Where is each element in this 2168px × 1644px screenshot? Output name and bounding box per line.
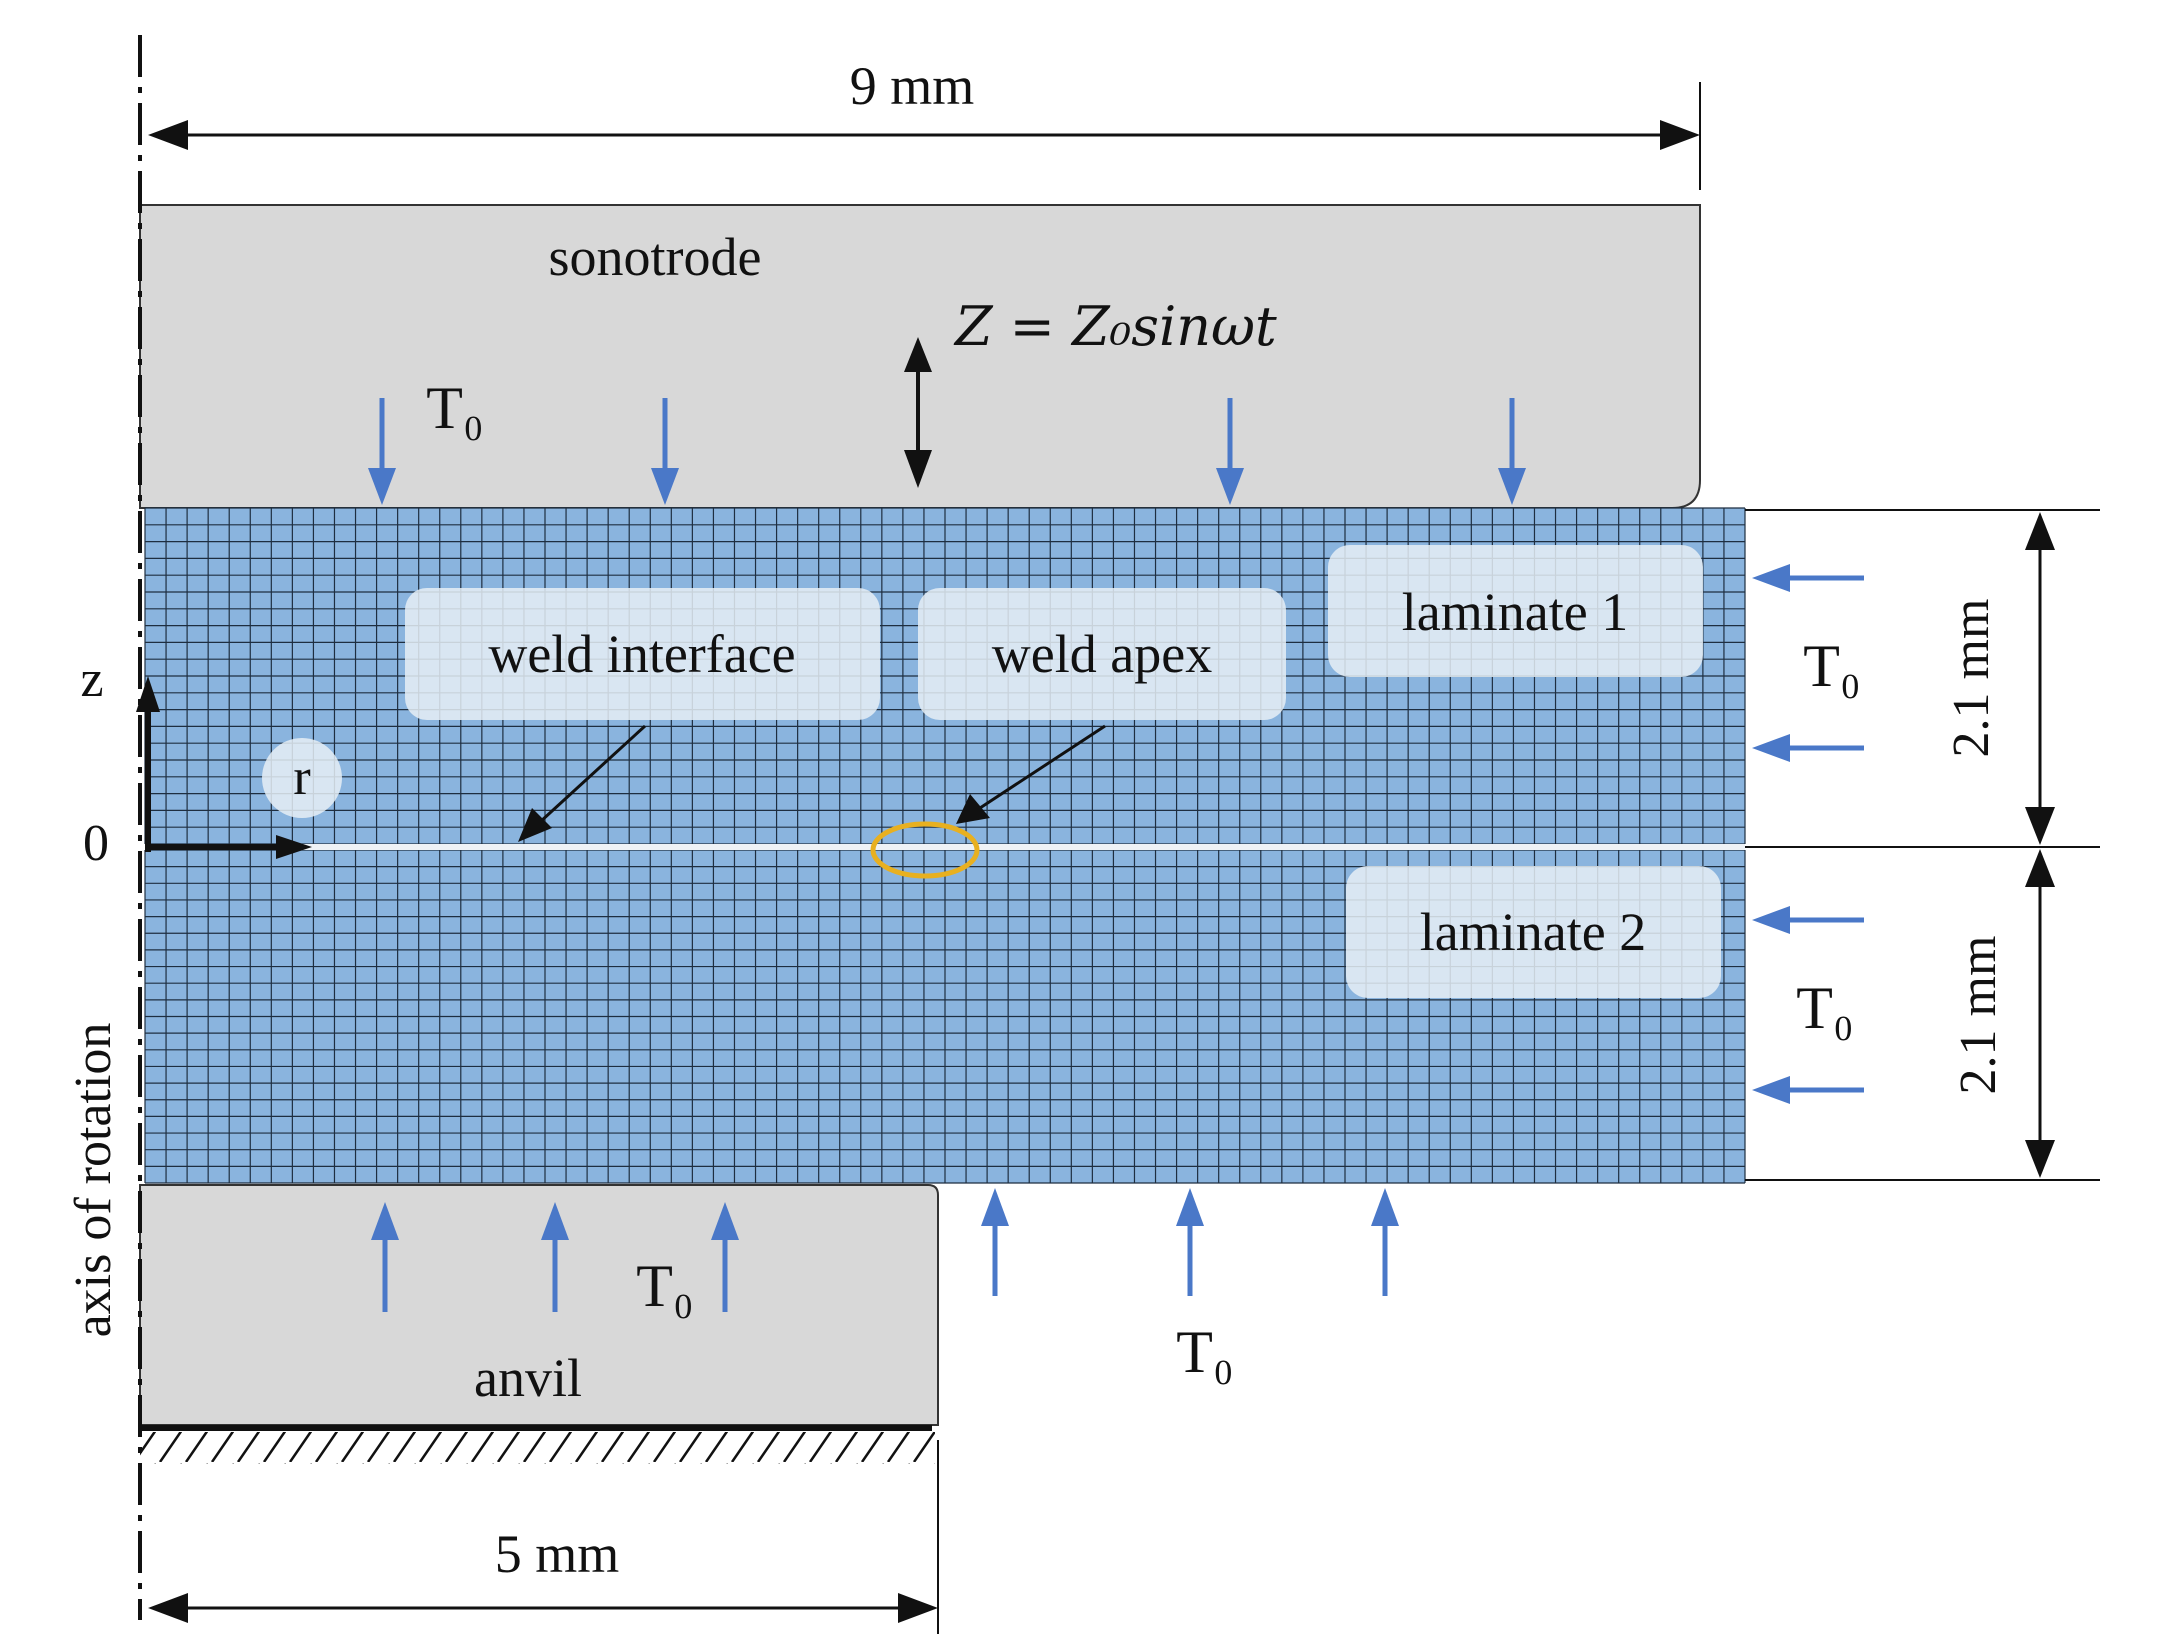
heat-arrow-head <box>711 1202 739 1240</box>
temperature-label-sonotrode: T₀ <box>426 375 484 441</box>
weld-interface-callout <box>405 588 880 720</box>
anvil-ground-hatch <box>140 1432 935 1464</box>
right-edge-heat-arrows <box>1752 564 1864 1104</box>
vibration-arrow-up-head <box>904 337 932 372</box>
weld-interface-line <box>145 844 1745 850</box>
anvil-heat-arrows <box>371 1202 739 1312</box>
upper-thickness-arrow-top <box>2025 512 2055 550</box>
bottom-heat-arrows <box>981 1188 1399 1296</box>
weld-interface-pointer <box>538 724 647 824</box>
laminate-1-callout <box>1328 545 1703 677</box>
heat-arrow-head <box>1752 1076 1790 1104</box>
top-dimension-arrow-right <box>1660 120 1700 150</box>
bottom-dimension-arrow-left <box>148 1593 188 1623</box>
heat-arrow-head <box>541 1202 569 1240</box>
vibration-equation: Z = Z₀sinωt <box>953 295 1277 358</box>
origin-label: 0 <box>83 815 109 872</box>
sonotrode-label: sonotrode <box>549 227 762 287</box>
heat-arrow-head <box>1176 1188 1204 1226</box>
weld-apex-callout <box>918 588 1286 720</box>
anvil-body <box>139 1184 939 1426</box>
weld-apex-pointer <box>979 724 1106 810</box>
heat-arrow-head <box>651 468 679 505</box>
heat-arrow-head <box>1216 468 1244 505</box>
bottom-dimension-label: 5 mm <box>495 1524 620 1584</box>
lower-thickness-arrow-top <box>2025 849 2055 887</box>
laminate-2-callout <box>1346 866 1721 998</box>
heat-arrow-head <box>1498 468 1526 505</box>
r-axis-label: r <box>293 749 310 806</box>
heat-arrow-head <box>371 1202 399 1240</box>
weld-apex-marker <box>870 821 980 879</box>
top-dimension-arrow-left <box>148 120 188 150</box>
vibration-arrow-down-head <box>904 450 932 488</box>
heat-arrow-head <box>1752 734 1790 762</box>
weld-apex-pointer-head <box>956 794 990 824</box>
heat-arrow-head <box>1752 906 1790 934</box>
laminate-1-label: laminate 1 <box>1402 582 1628 642</box>
r-axis-label-badge <box>262 738 342 818</box>
sonotrode-heat-arrows <box>368 398 1526 505</box>
upper-thickness-label: 2.1 mm <box>1943 599 2000 758</box>
lower-thickness-label: 2.1 mm <box>1950 936 2007 1095</box>
temperature-label-anvil: T₀ <box>636 1253 694 1319</box>
anvil-label: anvil <box>474 1348 582 1408</box>
heat-arrow-head <box>1752 564 1790 592</box>
heat-arrow-head <box>981 1188 1009 1226</box>
z-axis-arrowhead <box>136 676 160 712</box>
upper-thickness-arrow-bottom <box>2025 807 2055 845</box>
weld-apex-label: weld apex <box>992 624 1212 684</box>
z-axis-label: z <box>80 651 103 708</box>
bottom-dimension-arrow-right <box>898 1593 938 1623</box>
top-dimension-label: 9 mm <box>850 56 975 116</box>
lower-thickness-arrow-bottom <box>2025 1140 2055 1178</box>
laminate-2-label: laminate 2 <box>1420 902 1646 962</box>
temperature-label-right-lower: T₀ <box>1796 975 1854 1041</box>
heat-arrow-head <box>1371 1188 1399 1226</box>
heat-arrow-head <box>368 468 396 505</box>
temperature-label-right-upper: T₀ <box>1803 633 1861 699</box>
weld-interface-label: weld interface <box>488 624 795 684</box>
axis-of-rotation-label: axis of rotation <box>65 1023 122 1338</box>
temperature-label-bottom: T₀ <box>1176 1319 1234 1385</box>
weld-interface-pointer-head <box>518 808 552 842</box>
r-axis-arrowhead <box>276 835 312 859</box>
